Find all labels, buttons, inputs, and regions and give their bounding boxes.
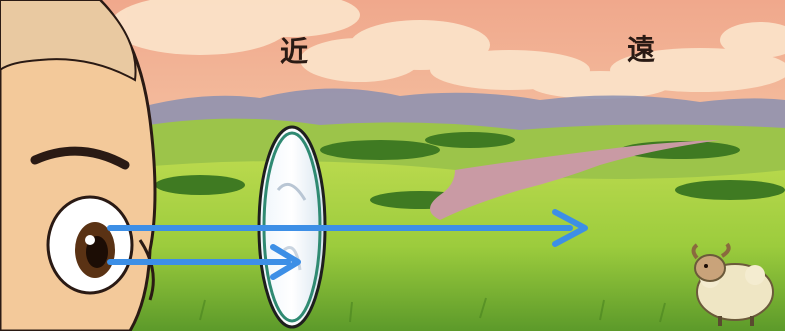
eye-icon <box>48 197 132 293</box>
near-label: 近 <box>280 30 308 70</box>
far-label: 遠 <box>627 28 655 68</box>
